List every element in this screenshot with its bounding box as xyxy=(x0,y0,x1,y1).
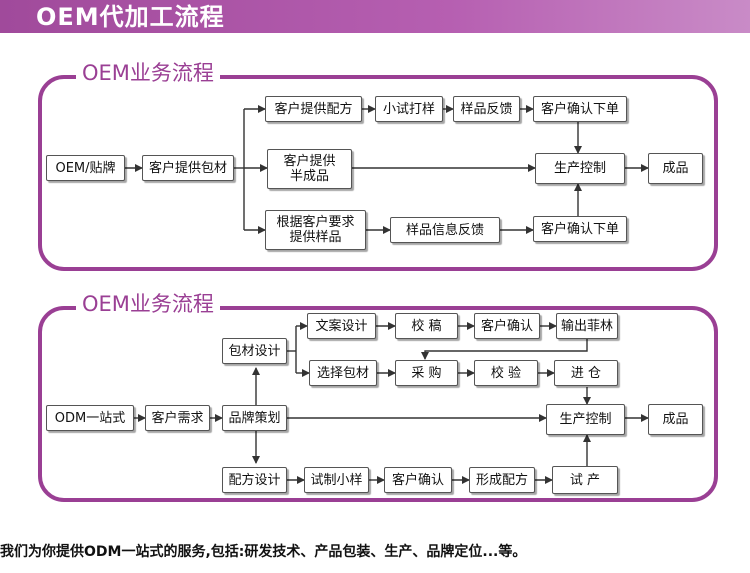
node-warehouse: 进 仓 xyxy=(554,360,618,386)
node-procurement: 采 购 xyxy=(395,360,458,386)
node-order-confirm-bottom: 客户确认下单 xyxy=(533,216,627,242)
node-custom-sample: 根据客户要求 提供样品 xyxy=(265,210,366,250)
panel-odm-flow-title: OEM业务流程 xyxy=(76,291,220,317)
node-finished-2: 成品 xyxy=(648,404,703,435)
page-title: OEM代加工流程 xyxy=(36,3,225,31)
node-formula-design: 配方设计 xyxy=(222,467,287,493)
panel-oem-flow-title: OEM业务流程 xyxy=(76,60,220,86)
node-inspection: 校 验 xyxy=(474,360,538,386)
node-output-film: 输出菲林 xyxy=(556,313,618,339)
node-production: 生产控制 xyxy=(535,153,625,184)
node-finished: 成品 xyxy=(648,153,703,184)
panel-oem-flow xyxy=(38,75,718,271)
arrow xyxy=(421,339,588,360)
node-customer-needs: 客户需求 xyxy=(145,405,210,431)
node-odm-label: ODM一站式 xyxy=(46,405,134,431)
node-supply-packaging: 客户提供包材 xyxy=(142,155,234,181)
node-form-formula: 形成配方 xyxy=(469,467,535,493)
node-customer-confirm-bottom: 客户确认 xyxy=(384,467,452,493)
node-copy-design: 文案设计 xyxy=(307,313,376,339)
node-supply-formula: 客户提供配方 xyxy=(265,96,362,122)
node-order-confirm-top: 客户确认下单 xyxy=(533,96,627,122)
node-sample-feedback: 样品反馈 xyxy=(453,96,520,122)
node-trial-small-sample: 试制小样 xyxy=(304,467,369,493)
footer-description: 我们为你提供ODM一站式的服务,包括:研发技术、产品包装、生产、品牌定位...等… xyxy=(0,544,527,560)
node-trial-production: 试 产 xyxy=(552,466,618,494)
node-choose-packaging: 选择包材 xyxy=(309,360,377,386)
header-bar: OEM代加工流程 xyxy=(0,0,750,33)
node-customer-confirm-top: 客户确认 xyxy=(474,313,540,339)
node-semi-finished: 客户提供 半成品 xyxy=(267,149,352,189)
node-proofread: 校 稿 xyxy=(395,313,458,339)
node-sample-info-feedback: 样品信息反馈 xyxy=(390,217,500,243)
panel-odm-flow xyxy=(38,306,718,502)
node-packaging-design: 包材设计 xyxy=(222,338,287,364)
node-oem-label: OEM/贴牌 xyxy=(46,155,125,181)
node-brand-planning: 品牌策划 xyxy=(222,405,287,431)
node-production-2: 生产控制 xyxy=(546,404,625,435)
node-trial-sample: 小试打样 xyxy=(375,96,443,122)
